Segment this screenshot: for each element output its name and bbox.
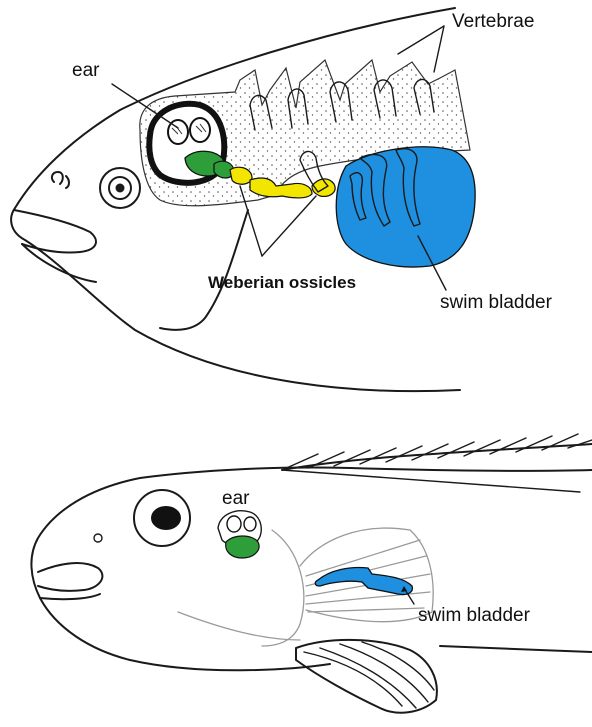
label-swim-bladder-top: swim bladder	[440, 292, 553, 313]
label-ear-bottom: ear	[222, 488, 250, 509]
bottom-figure	[31, 434, 592, 713]
label-vertebrae: Vertebrae	[452, 11, 534, 32]
dorsal-fin	[282, 434, 592, 492]
label-ear-top: ear	[72, 60, 100, 81]
nostril-icon	[52, 172, 63, 184]
eye-icon	[100, 168, 140, 208]
label-weberian-ossicles: Weberian ossicles	[208, 273, 356, 292]
swim-bladder-bottom	[315, 568, 412, 595]
mouth-bottom	[38, 563, 102, 591]
pelvic-fin	[296, 640, 437, 713]
ear-bottom	[218, 511, 261, 558]
label-swim-bladder-bottom: swim bladder	[418, 605, 531, 626]
eye-bottom-icon	[134, 490, 190, 546]
body-outline	[31, 467, 592, 670]
nostril-bottom-icon	[94, 534, 102, 542]
mouth	[14, 210, 96, 253]
ear-bottom-sacculus	[226, 536, 259, 558]
operculum	[160, 210, 248, 330]
